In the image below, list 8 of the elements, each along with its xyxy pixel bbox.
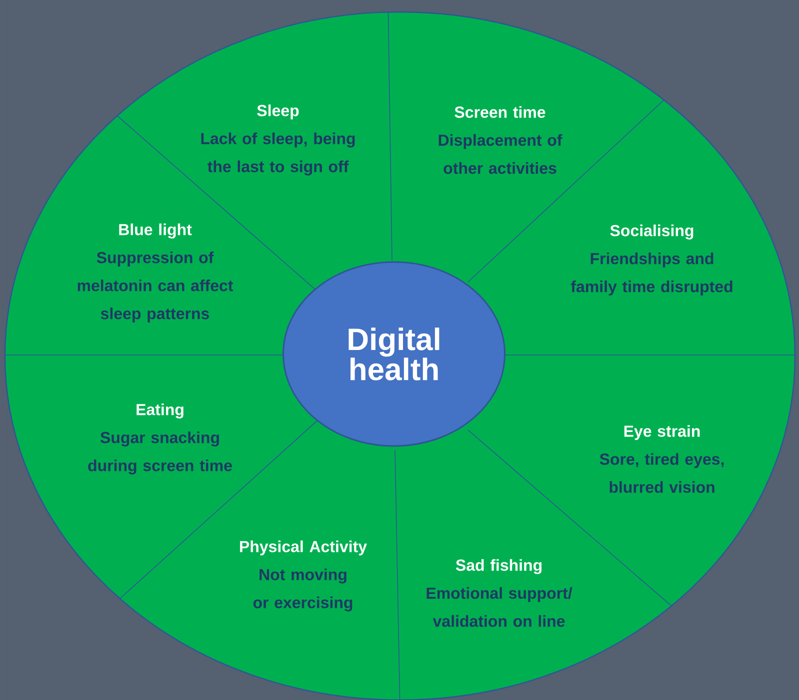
segment-text: Blue light Suppression of melatonin can affect sleep patterns [78,224,234,322]
segment-text: Eye strain Sore, tired eyes, blurred vision [600,425,724,493]
segment-text: Socialising Friendships and family time disrupted [570,224,732,296]
segment-text: Sad fishing Emotional support/ validation on line [426,559,572,627]
segment-text: Eating Sugar snacking during screen time [88,404,232,474]
segment-text: Physical Activity Not moving or exercising [240,540,367,612]
segment-text: Sleep Lack of sleep, being the last to sign off [201,104,355,176]
segment-text: Screen time Displacement of other activities [438,106,562,174]
